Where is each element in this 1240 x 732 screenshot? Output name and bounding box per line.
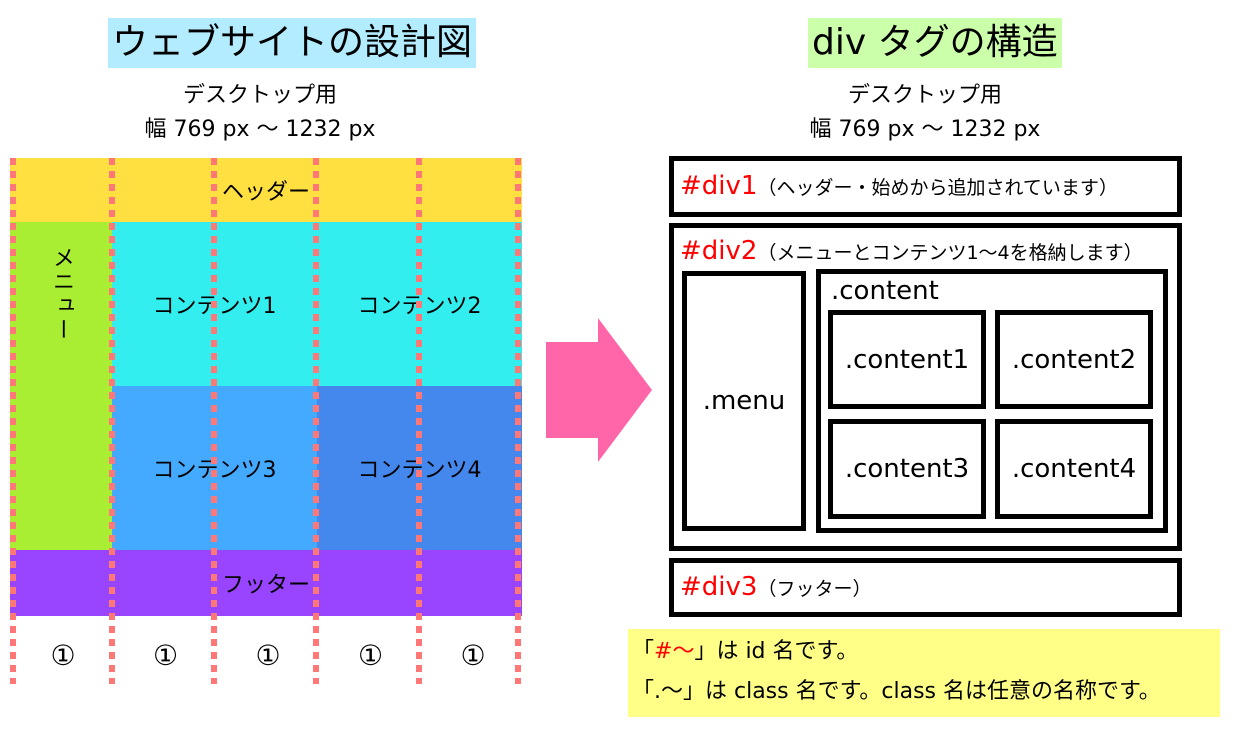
grid-guide-line (10, 158, 16, 684)
div2-id: #div2 (680, 236, 758, 266)
legend-class-line: 「.〜」は class 名です。class 名は任意の名称です。 (632, 679, 1161, 704)
div1-id: #div1 (680, 171, 758, 201)
content2-box: .content2 (995, 310, 1153, 409)
content4-class-label: .content4 (1011, 454, 1137, 484)
layout-menu-label: メニュー (49, 246, 74, 342)
legend-id-open: 「 (632, 639, 655, 664)
legend-id-line: 「#〜」は id 名です。 (632, 632, 1220, 672)
right-title: div タグの構造 (808, 18, 1062, 68)
content2-class-label: .content2 (1011, 344, 1137, 375)
right-caption-device: デスクトップ用 (847, 83, 1002, 108)
content3-class-label: .content3 (844, 454, 970, 484)
left-caption-width: 幅 769 px 〜 1232 px (144, 117, 376, 142)
div2-label: #div2（メニューとコンテンツ1〜4を格納します） (680, 236, 1143, 266)
content1-class-label: .content1 (844, 344, 970, 375)
layout-footer: フッター (10, 550, 522, 616)
content4-box: .content4 (995, 419, 1153, 519)
div2-note: （メニューとコンテンツ1〜4を格納します） (757, 242, 1143, 264)
content3-box: .content3 (828, 419, 986, 519)
left-caption-device: デスクトップ用 (182, 83, 337, 108)
div1-label: #div1（ヘッダー・始めから追加されています） (680, 171, 1118, 201)
div1-note: （ヘッダー・始めから追加されています） (757, 177, 1118, 199)
legend-id-symbol: #〜 (654, 639, 695, 664)
column-unit-1: ① (50, 639, 76, 672)
column-unit-3: ① (255, 639, 281, 672)
layout-header-label: ヘッダー (221, 180, 310, 205)
grid-guide-line (211, 158, 217, 684)
column-unit-4: ① (357, 639, 384, 672)
column-units: ① ① ① ① ① (13, 636, 523, 676)
grid-guide-line (515, 158, 521, 684)
grid-guide-line (416, 158, 422, 684)
div3-note: （フッター） (757, 578, 872, 600)
layout-menu: メニュー (10, 222, 112, 550)
content-class-label: .content (831, 276, 939, 306)
arrow-right-icon (546, 318, 652, 462)
grid-guide-line (313, 158, 319, 684)
menu-box: .menu (682, 271, 806, 531)
legend-id-text: 」は id 名です。 (694, 639, 859, 664)
legend-note: 「#〜」は id 名です。 「.〜」は class 名です。class 名は任意… (628, 629, 1220, 717)
content1-box: .content1 (828, 310, 986, 409)
column-unit-2: ① (152, 639, 179, 672)
left-title: ウェブサイトの設計図 (108, 18, 477, 68)
div3-id: #div3 (680, 572, 758, 602)
div3-box: #div3（フッター） (669, 558, 1182, 617)
menu-class-label: .menu (702, 386, 786, 416)
div1-box: #div1（ヘッダー・始めから追加されています） (669, 156, 1182, 217)
column-unit-5: ① (460, 639, 486, 672)
layout-header: ヘッダー (10, 158, 522, 222)
layout-footer-label: フッター (221, 573, 310, 598)
grid-guide-line (109, 158, 115, 684)
right-caption-width: 幅 769 px 〜 1232 px (809, 117, 1041, 142)
div3-label: #div3（フッター） (680, 572, 871, 602)
